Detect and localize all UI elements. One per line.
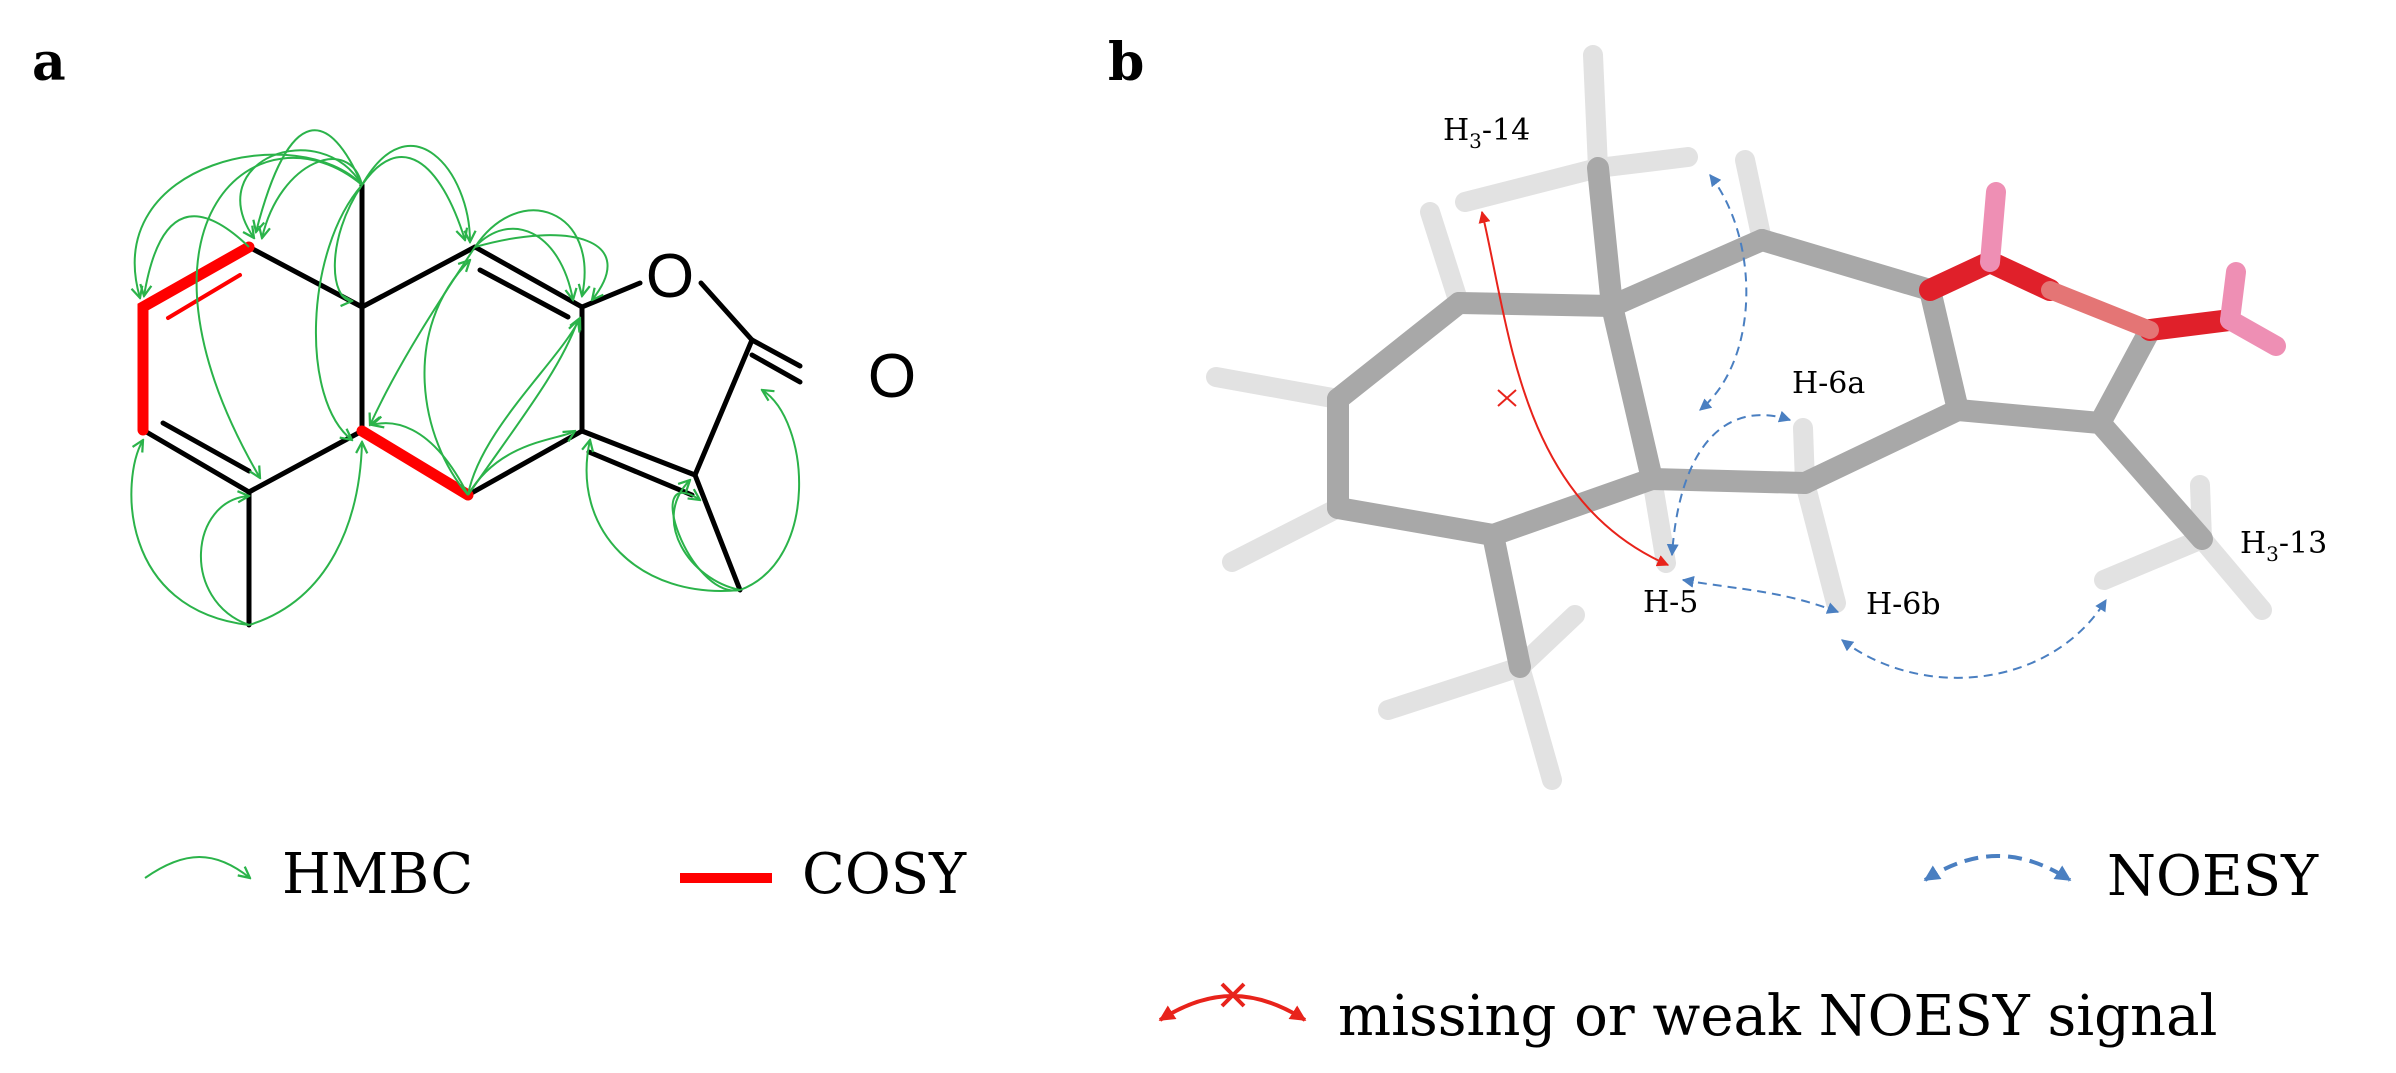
hmbc-arrow (474, 234, 609, 300)
oxygen-junction-sticks (2041, 281, 2159, 339)
noesy-arrow-h6a-h5 (1666, 410, 1792, 557)
missing-noesy-arrow-h14-h5 (1478, 210, 1670, 567)
noesy-legend-label: NOESY (2107, 844, 2319, 909)
missing-noesy-cross (1497, 389, 1517, 407)
hmbc-arrow (372, 423, 469, 496)
hmbc-arrow (135, 153, 363, 298)
hmbc-arrow (200, 496, 249, 626)
noesy-arrow-h6b-h13 (1841, 598, 2107, 679)
hmbc-arrow (195, 157, 363, 478)
panel-a-legend: HMBC COSY (144, 842, 967, 907)
cosy-legend-label: COSY (802, 842, 967, 907)
hmbc-arrow (474, 227, 573, 300)
hmbc-arrows (130, 129, 801, 626)
carbon-sticks (1327, 157, 2213, 678)
hmbc-arrow (361, 156, 465, 240)
oxygen-sticks (1919, 251, 2241, 341)
hydroxyl-h-sticks (1980, 182, 2286, 356)
carbonyl-oxygen: O (868, 342, 916, 411)
panel-b-legend: NOESY missing or weak NOESY signal (1158, 844, 2319, 1049)
missing-noesy-legend-cross (1220, 982, 1246, 1008)
cosy-inner-double-bond (166, 273, 242, 320)
panel-a-label: a (32, 32, 66, 93)
hmbc-arrow (739, 390, 801, 591)
hmbc-arrow (671, 493, 741, 592)
h6b-label: H-6b (1866, 587, 1941, 622)
hmbc-arrow (144, 215, 250, 296)
hmbc-arrow (315, 184, 363, 440)
hmbc-arrow (256, 129, 363, 232)
hmbc-arrow (467, 318, 580, 496)
noesy-legend-icon (1923, 854, 2072, 882)
hmbc-legend-icon (144, 856, 250, 878)
hmbc-arrow (361, 145, 470, 242)
panel-b-label: b (1108, 32, 1144, 93)
missing-noesy-legend-label: missing or weak NOESY signal (1338, 984, 2217, 1049)
hmbc-arrow (423, 260, 470, 496)
h14-label: H3-14 (1443, 113, 1530, 153)
missing-noesy-legend-icon (1158, 994, 1307, 1022)
hmbc-arrow (467, 320, 578, 496)
hmbc-arrow (239, 149, 363, 238)
cosy-bonds (137, 241, 474, 501)
ring-oxygen: O (646, 242, 694, 311)
hmbc-arrow (474, 209, 585, 296)
panel-a-structure: O O (130, 129, 916, 628)
h13-label: H3-13 (2240, 526, 2327, 566)
hmbc-arrow (262, 158, 363, 238)
hmbc-arrow (587, 440, 741, 592)
hmbc-legend-label: HMBC (282, 842, 473, 907)
noesy-arrows (1666, 174, 2107, 679)
skeleton-bonds (140, 182, 803, 628)
hmbc-arrow (333, 184, 363, 301)
h6a-label: H-6a (1792, 366, 1865, 401)
panel-b-model: H3-14 H-6a H-5 H-6b H3-13 (1206, 45, 2327, 790)
noesy-arrow-h5-h6b (1681, 575, 1840, 614)
hmbc-arrow (672, 480, 741, 591)
noesy-arrow-h14-h6a (1699, 174, 1748, 411)
hmbc-arrow (130, 440, 250, 626)
hmbc-arrow (248, 442, 362, 626)
h5-label: H-5 (1643, 585, 1698, 620)
